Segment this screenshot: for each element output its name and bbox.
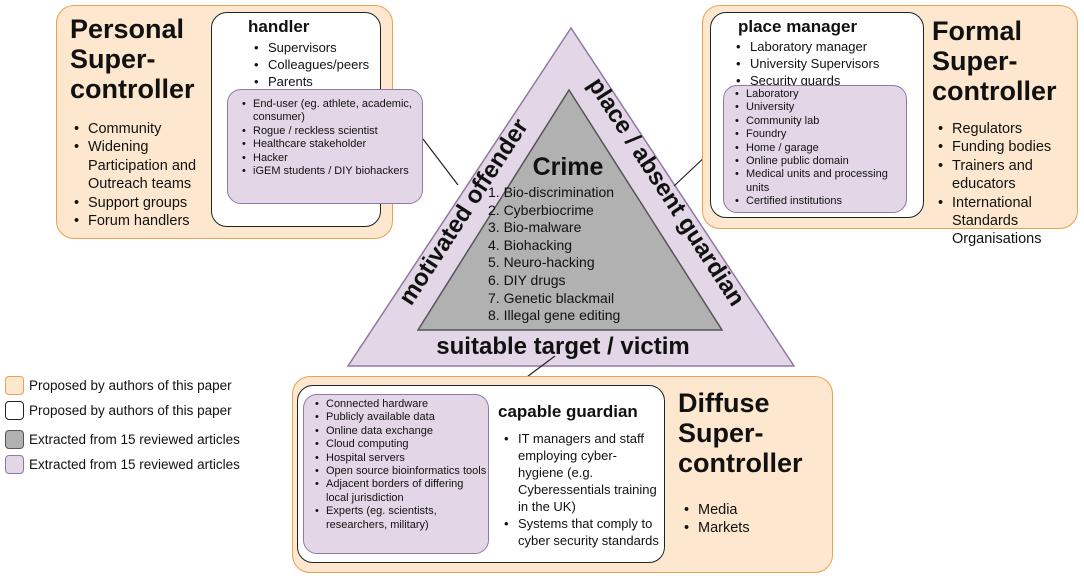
title-line: Super-	[678, 418, 764, 448]
list-item: Regulators	[936, 120, 1074, 139]
diffuse-supercontroller-title: Diffuse Super- controller	[678, 388, 803, 478]
title-line: controller	[678, 448, 803, 478]
legend-swatch-purple	[5, 455, 24, 474]
legend-label: Extracted from 15 reviewed articles	[29, 457, 240, 472]
list-item: Security guards	[734, 72, 922, 89]
list-item: Hacker	[239, 152, 414, 166]
list-item: Laboratory manager	[734, 38, 922, 55]
legend-label: Proposed by authors of this paper	[29, 378, 232, 393]
list-item: University Supervisors	[734, 55, 922, 72]
list-item: Cloud computing	[312, 438, 487, 452]
crime-title: Crime	[532, 153, 604, 181]
crime-item: 5. Neuro-hacking	[488, 254, 595, 271]
motivated-offender-box: End-user (eg. athlete, academic, consume…	[227, 89, 423, 204]
list-item: Widening Participation and Outreach team…	[72, 138, 217, 193]
list-item: Parents	[252, 73, 377, 90]
crime-item: 6. DIY drugs	[488, 271, 566, 288]
legend-label: Extracted from 15 reviewed articles	[29, 432, 240, 447]
list-item: Adjacent borders of differing local juri…	[312, 478, 487, 505]
crime-item: 8. Illegal gene editing	[488, 307, 621, 324]
place-items-list: Laboratory University Community lab Foun…	[732, 88, 904, 209]
connector-offender	[422, 138, 459, 186]
list-item: Rogue / reckless scientist	[239, 125, 414, 139]
list-item: Experts (eg. scientists, researchers, mi…	[312, 505, 487, 532]
list-item: Connected hardware	[312, 398, 487, 412]
list-item: Medical units and processing units	[732, 168, 904, 195]
target-items-list: Connected hardware Publicly available da…	[312, 398, 487, 532]
list-item: Healthcare stakeholder	[239, 138, 414, 152]
offender-items-list: End-user (eg. athlete, academic, consume…	[239, 98, 414, 179]
legend-swatch-white	[5, 401, 24, 420]
title-line: Super-	[932, 46, 1018, 76]
legend-swatch-orange	[5, 376, 24, 395]
title-line: Formal	[932, 16, 1023, 46]
list-item: Certified institutions	[732, 195, 904, 209]
crime-item: 3. Bio-malware	[488, 219, 582, 236]
list-item: Supervisors	[252, 39, 377, 56]
list-item: Funding bodies	[936, 138, 1074, 157]
list-item: Colleagues/peers	[252, 56, 377, 73]
list-item: Community lab	[732, 115, 904, 129]
list-item: Support groups	[72, 194, 217, 213]
list-item: Systems that comply to cyber security st…	[502, 515, 662, 549]
legend-swatch-grey	[5, 430, 24, 449]
title-line: Personal	[70, 14, 185, 44]
list-item: University	[732, 101, 904, 115]
list-item: IT managers and staff employing cyber-hy…	[502, 430, 662, 515]
crime-box: Crime 1. Bio-discrimination 2. Cyberbioc…	[488, 152, 648, 325]
capable-guardian-title: capable guardian	[498, 402, 638, 421]
list-item: Community	[72, 120, 217, 139]
legend-label: Proposed by authors of this paper	[29, 403, 232, 418]
place-box: Laboratory University Community lab Foun…	[723, 85, 907, 213]
personal-supercontroller-title: Personal Super- controller	[70, 14, 195, 104]
formal-supercontroller-title: Formal Super- controller	[932, 16, 1057, 106]
title-line: Diffuse	[678, 388, 770, 418]
formal-items-list: Regulators Funding bodies Trainers and e…	[936, 120, 1074, 249]
title-line: controller	[932, 76, 1057, 106]
list-item: International Standards Organisations	[936, 194, 1074, 249]
list-item: Foundry	[732, 128, 904, 142]
list-item: Open source bioinformatics tools	[312, 465, 487, 479]
list-item: Online public domain	[732, 155, 904, 169]
list-item: Markets	[682, 519, 822, 538]
title-line: Super-	[70, 44, 156, 74]
crime-list: 1. Bio-discrimination 2. Cyberbiocrime 3…	[488, 184, 648, 325]
list-item: End-user (eg. athlete, academic, consume…	[239, 98, 414, 125]
list-item: Publicly available data	[312, 411, 487, 425]
crime-item: 2. Cyberbiocrime	[488, 201, 594, 218]
list-item: Laboratory	[732, 88, 904, 102]
crime-item: 1. Bio-discrimination	[488, 184, 615, 200]
personal-items-list: Community Widening Participation and Out…	[72, 120, 217, 231]
title-line: controller	[70, 74, 195, 104]
manager-items-list: Laboratory manager University Supervisor…	[734, 38, 922, 89]
list-item: Trainers and educators	[936, 157, 1074, 194]
crime-inner-triangle	[416, 88, 724, 331]
handler-items-list: Supervisors Colleagues/peers Parents	[252, 39, 377, 90]
suitable-target-box: Connected hardware Publicly available da…	[303, 394, 489, 554]
diffuse-items-list: Media Markets	[682, 501, 822, 538]
suitable-target-label: suitable target / victim	[436, 333, 689, 360]
list-item: Home / garage	[732, 142, 904, 156]
handler-title: handler	[248, 17, 310, 36]
list-item: Forum handlers	[72, 212, 217, 231]
place-manager-title: place manager	[738, 17, 858, 36]
legend: Proposed by authors of this paper Propos…	[5, 376, 290, 476]
guardian-items-list: IT managers and staff employing cyber-hy…	[502, 430, 662, 549]
list-item: Online data exchange	[312, 425, 487, 439]
list-item: Media	[682, 501, 822, 520]
list-item: Hospital servers	[312, 452, 487, 466]
crime-item: 7. Genetic blackmail	[488, 289, 615, 306]
list-item: iGEM students / DIY biohackers	[239, 165, 414, 179]
crime-item: 4. Biohacking	[488, 236, 573, 253]
